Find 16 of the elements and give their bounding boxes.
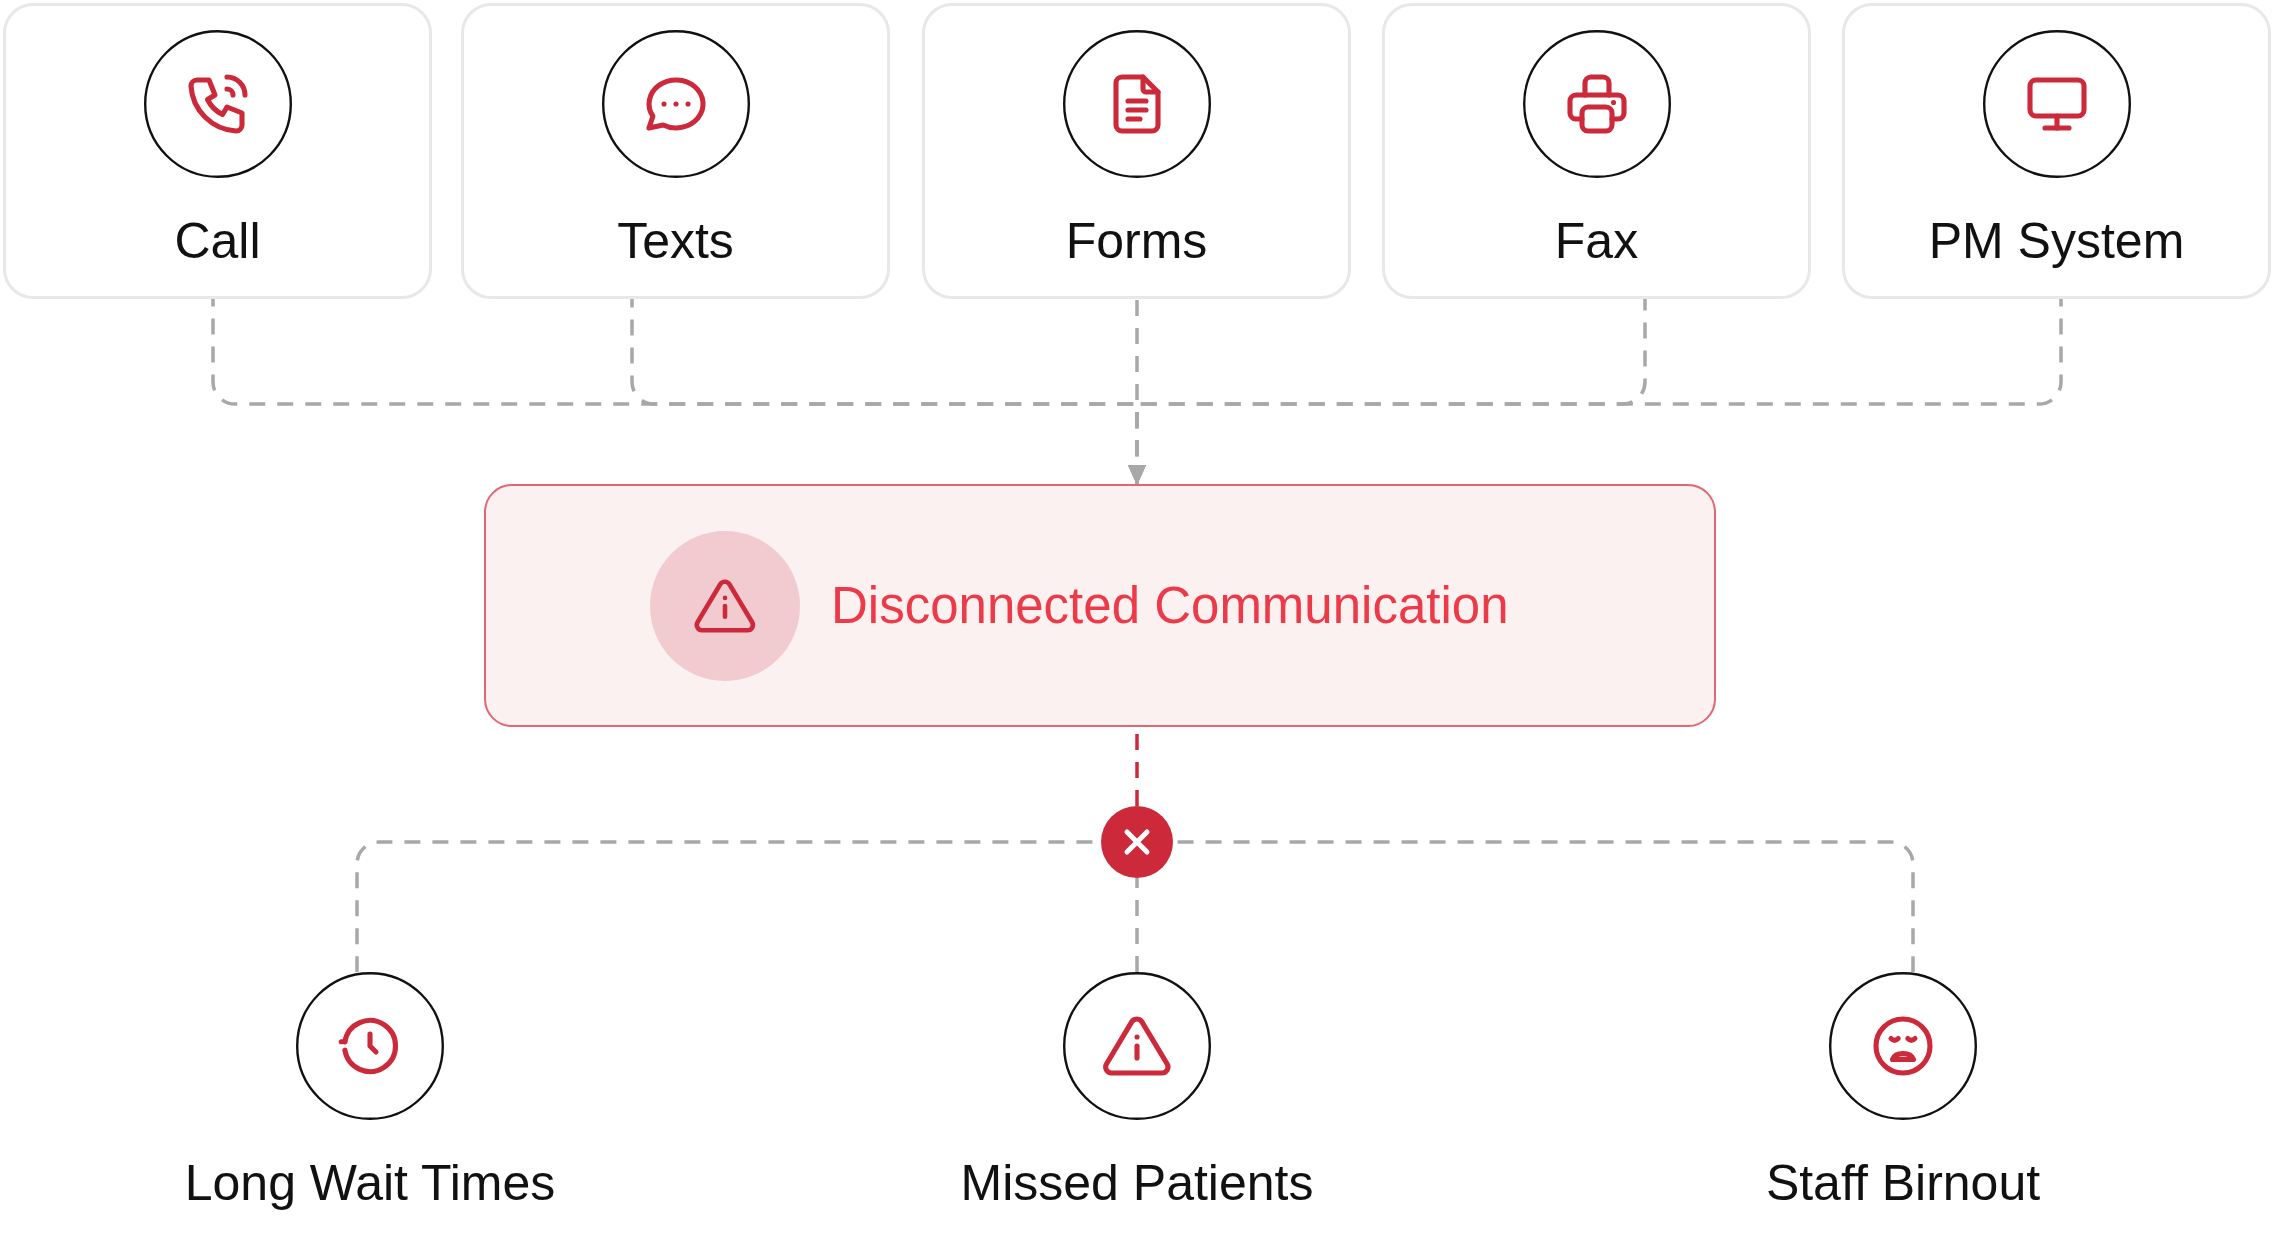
problem-box xyxy=(484,484,1716,727)
dashed-line xyxy=(1135,878,1139,972)
card-label: Fax xyxy=(1554,212,1639,271)
source-card xyxy=(1382,3,1811,299)
source-card xyxy=(922,3,1351,299)
outcome-label: Missed Patients xyxy=(960,1154,1314,1213)
source-card xyxy=(3,3,432,299)
card-label: Forms xyxy=(1065,212,1208,271)
source-card xyxy=(1842,3,2271,299)
card-label: Call xyxy=(174,212,261,271)
source-card xyxy=(461,3,890,299)
outcome-label: Staff Birnout xyxy=(1765,1154,2041,1213)
problem-title: Disconnected Communication xyxy=(831,575,1509,636)
outcome-label: Long Wait Times xyxy=(184,1154,556,1213)
card-label: PM System xyxy=(1928,212,2185,271)
card-label: Texts xyxy=(617,212,734,271)
